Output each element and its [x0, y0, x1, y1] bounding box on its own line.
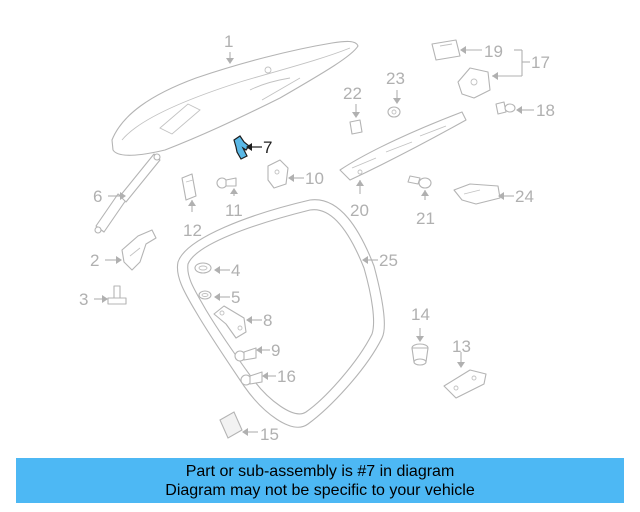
part-22-clip — [349, 119, 363, 135]
callout-11: 11 — [225, 188, 243, 220]
svg-text:4: 4 — [231, 261, 240, 280]
callout-24: 24 — [498, 187, 534, 206]
callout-8: 8 — [246, 311, 272, 330]
svg-text:18: 18 — [536, 101, 555, 120]
callout-16: 16 — [262, 367, 296, 386]
part-21-bolt — [407, 175, 432, 189]
callout-4: 4 — [214, 261, 240, 280]
svg-text:14: 14 — [411, 305, 430, 324]
svg-text:24: 24 — [515, 187, 534, 206]
callout-15: 15 — [242, 425, 279, 444]
part-9-bolt — [234, 347, 257, 362]
callout-19: 19 — [460, 42, 503, 61]
svg-text:9: 9 — [271, 341, 280, 360]
svg-text:20: 20 — [350, 201, 369, 220]
svg-text:7: 7 — [263, 138, 272, 157]
callout-10: 10 — [288, 169, 324, 188]
part-15-pad — [219, 411, 243, 439]
callout-17: 17 — [492, 49, 550, 80]
svg-text:21: 21 — [416, 209, 435, 228]
callout-5: 5 — [214, 288, 240, 307]
part-11-bolt — [216, 177, 237, 189]
svg-text:6: 6 — [93, 187, 102, 206]
svg-text:22: 22 — [343, 84, 362, 103]
part-2-hinge — [121, 229, 157, 271]
part-3-bolt — [107, 285, 127, 305]
part-19-switch — [431, 39, 461, 61]
part-25-weatherstrip — [176, 199, 385, 428]
callout-7: 7 — [246, 138, 272, 157]
svg-text:1: 1 — [224, 32, 233, 51]
callout-1: 1 — [224, 32, 234, 64]
callout-6: 6 — [93, 187, 126, 206]
part-24-bracket — [453, 183, 501, 205]
callout-14: 14 — [411, 305, 430, 342]
part-16-bolt — [240, 371, 263, 386]
part-12-bumper — [181, 173, 197, 201]
part-13-bracket — [443, 369, 487, 399]
part-23-clip — [387, 106, 401, 118]
svg-text:8: 8 — [263, 311, 272, 330]
callout-20: 20 — [350, 180, 369, 220]
callout-18: 18 — [516, 101, 555, 120]
callout-22: 22 — [343, 84, 362, 118]
callout-9: 9 — [256, 341, 280, 360]
callout-21: 21 — [416, 190, 435, 228]
svg-text:13: 13 — [452, 337, 471, 356]
svg-text:17: 17 — [531, 53, 550, 72]
svg-text:16: 16 — [277, 367, 296, 386]
part-20-garnish — [339, 111, 467, 181]
svg-text:19: 19 — [484, 42, 503, 61]
part-8-striker — [213, 305, 247, 339]
part-1-trim-panel — [111, 40, 359, 156]
part-10-bracket — [267, 159, 289, 189]
svg-text:3: 3 — [79, 290, 88, 309]
callout-13: 13 — [452, 337, 471, 368]
svg-text:25: 25 — [379, 251, 398, 270]
part-17-latch — [457, 67, 491, 99]
svg-text:12: 12 — [183, 221, 202, 240]
callout-23: 23 — [386, 69, 405, 104]
banner-line-1: Part or sub-assembly is #7 in diagram — [185, 462, 455, 480]
part-6-lift-support — [94, 153, 161, 234]
svg-text:15: 15 — [260, 425, 279, 444]
svg-text:23: 23 — [386, 69, 405, 88]
part-14-stop — [411, 343, 429, 366]
callout-12: 12 — [183, 200, 202, 240]
svg-text:11: 11 — [225, 201, 243, 220]
banner-line-2: Diagram may not be specific to your vehi… — [165, 481, 475, 499]
info-banner: Part or sub-assembly is #7 in diagram Di… — [16, 458, 624, 503]
callout-25: 25 — [362, 251, 398, 270]
svg-text:2: 2 — [90, 251, 99, 270]
part-5-grommet — [198, 290, 212, 300]
svg-text:10: 10 — [305, 169, 324, 188]
callout-3: 3 — [79, 290, 108, 309]
part-4-grommet — [194, 262, 212, 274]
svg-text:5: 5 — [231, 288, 240, 307]
callout-2: 2 — [90, 251, 122, 270]
part-7-highlighted-clip — [233, 135, 250, 160]
part-18-bolt — [495, 101, 516, 115]
